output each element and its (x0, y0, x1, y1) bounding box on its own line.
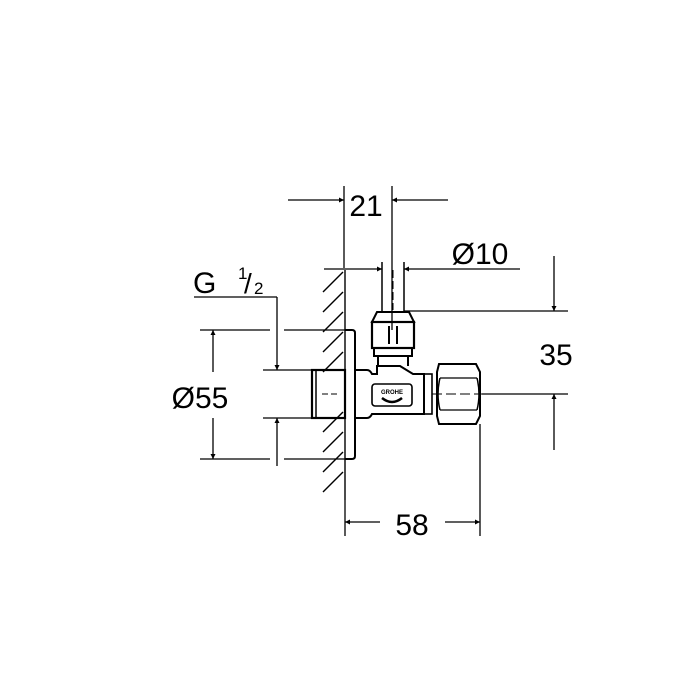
dimension-35 (404, 256, 568, 450)
dimension-58-label: 58 (395, 509, 428, 542)
dimension-35-label: 35 (539, 339, 572, 372)
dimension-thread (194, 296, 312, 466)
thread-slash: / (244, 268, 252, 299)
svg-text:GROHE: GROHE (381, 390, 403, 396)
dimension-diameter-10-label: Ø10 (452, 238, 509, 271)
thread-numerator: 1 (238, 264, 247, 283)
dimension-diameter-55-label: Ø55 (172, 382, 229, 415)
dimension-diameter-55 (200, 329, 345, 460)
wall-hatch (322, 270, 346, 500)
valve-body: GROHE (355, 363, 482, 425)
dimension-thread-label: G (193, 267, 216, 300)
thread-connector (310, 368, 347, 420)
dimension-58 (344, 424, 481, 536)
dimension-21 (288, 186, 448, 330)
rosette (345, 329, 356, 460)
dimension-21-label: 21 (349, 190, 382, 223)
thread-denominator: 2 (254, 279, 263, 298)
riser-nut (370, 262, 416, 366)
